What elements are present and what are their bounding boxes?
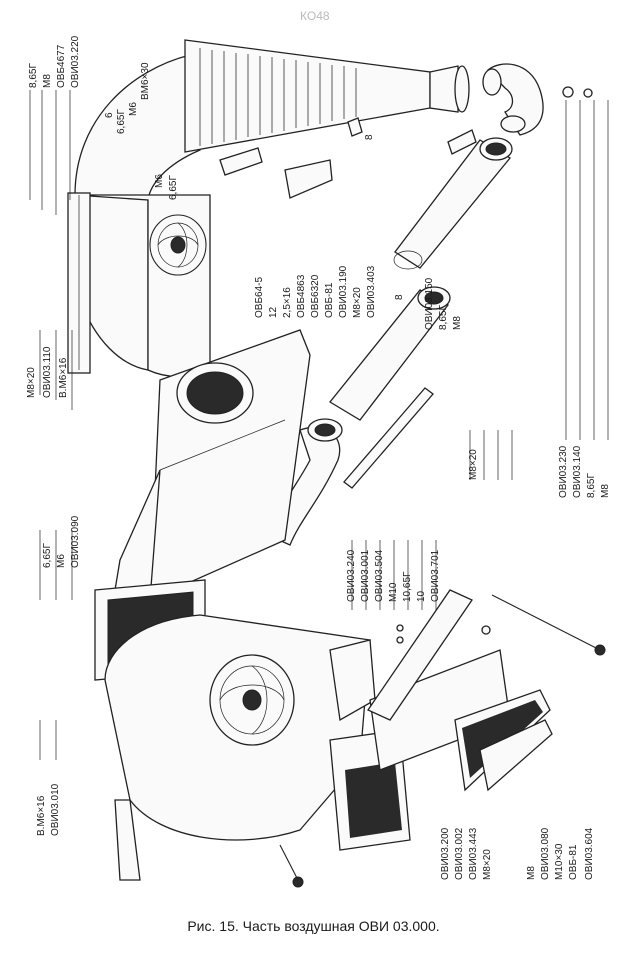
bottom-right-parts	[367, 589, 606, 792]
callout-bottom-0: ОВИ03.200	[440, 827, 451, 880]
callout-top-3: ОВИ03.220	[70, 35, 81, 88]
callout-left-5: ОВИ03.090	[70, 515, 81, 568]
callout-top-2: ОВБ4677	[56, 44, 67, 88]
callout-left-4: М6	[56, 554, 67, 568]
callout-center-0: ОВБ64-5	[254, 277, 265, 318]
callout-left-3: 6,65Г	[42, 543, 53, 568]
callout-center-2: 2,5×16	[282, 287, 293, 318]
callout-center-8: ОВИ03.403	[366, 265, 377, 318]
callout-top-9: 6,65Г	[168, 175, 179, 200]
callout-center-6: ОВИ03.190	[338, 265, 349, 318]
callout-center-3: ОВБ4863	[296, 274, 307, 318]
callout-bottom-5: ОВИ03.080	[540, 827, 551, 880]
callout-middle-2: ОВИ03.504	[374, 549, 385, 602]
callout-top-1: М8	[42, 74, 53, 88]
elbow-pipe-top	[482, 63, 593, 136]
callout-center-1: 12	[268, 306, 279, 318]
callout-right-0: ОВИ03.230	[558, 445, 569, 498]
callout-bottom-7: ОВБ-81	[568, 844, 579, 880]
diagonal-pipe-upper	[393, 137, 513, 270]
callout-right-1: ОВИ03.140	[572, 445, 583, 498]
callout-top-4: 6	[104, 112, 115, 118]
callout-middle-5: 10	[416, 590, 427, 602]
callout-center-9: 8	[394, 294, 405, 300]
lower-fan-housing	[104, 614, 511, 888]
leader-lines	[29, 90, 609, 760]
callout-bottom-6: М10×30	[554, 843, 565, 880]
callout-center-13: М8×20	[468, 449, 479, 480]
figure-caption: Рис. 15. Часть воздушная ОВИ 03.000.	[187, 918, 440, 934]
callout-left-2: В.М6×16	[58, 357, 69, 398]
callout-middle-1: ОВИ03.001	[360, 549, 371, 602]
callout-right-2: 8,65Г	[586, 473, 597, 498]
callout-center-5: ОВБ-81	[324, 282, 335, 318]
callout-center-7: М8×20	[352, 287, 363, 318]
callout-bottom-8: ОВИ03.604	[584, 827, 595, 880]
callout-middle-0: ОВИ03.240	[346, 549, 357, 602]
callout-right-3: М8	[600, 484, 611, 498]
callout-bottom-4: М8	[526, 866, 537, 880]
callout-top-10: 8	[364, 134, 375, 140]
callout-middle-4: 10,65Г	[402, 571, 413, 602]
callout-center-12: М8	[452, 316, 463, 330]
callout-top-0: 8,65Г	[28, 63, 39, 88]
header-watermark: КО48	[300, 9, 330, 23]
upper-fan-housing	[67, 39, 470, 377]
callout-middle-6: ОВИ03.701	[430, 549, 441, 602]
callout-left-0: М8×20	[26, 367, 37, 398]
callout-center-10: ОВИ03.150	[424, 277, 435, 330]
callout-left-1: ОВИ03.110	[42, 346, 53, 398]
brackets-top	[219, 117, 477, 199]
callout-top-7: ВМ6×30	[140, 62, 151, 100]
callout-top-8: М6	[154, 174, 165, 188]
callout-bottom-3: М8×20	[482, 849, 493, 880]
callout-left-6: В.М6×16	[36, 795, 47, 836]
callout-center-11: 8,65Г	[438, 305, 449, 330]
callout-bottom-2: ОВИ03.443	[468, 827, 479, 880]
callout-bottom-1: ОВИ03.002	[454, 827, 465, 880]
callout-top-5: 6,65Г	[116, 109, 127, 134]
callout-center-4: ОВБ6320	[310, 274, 321, 318]
callout-left-7: ОВИ03.010	[50, 783, 61, 836]
callout-middle-3: М10	[388, 582, 399, 602]
callout-top-6: М6	[128, 102, 139, 116]
